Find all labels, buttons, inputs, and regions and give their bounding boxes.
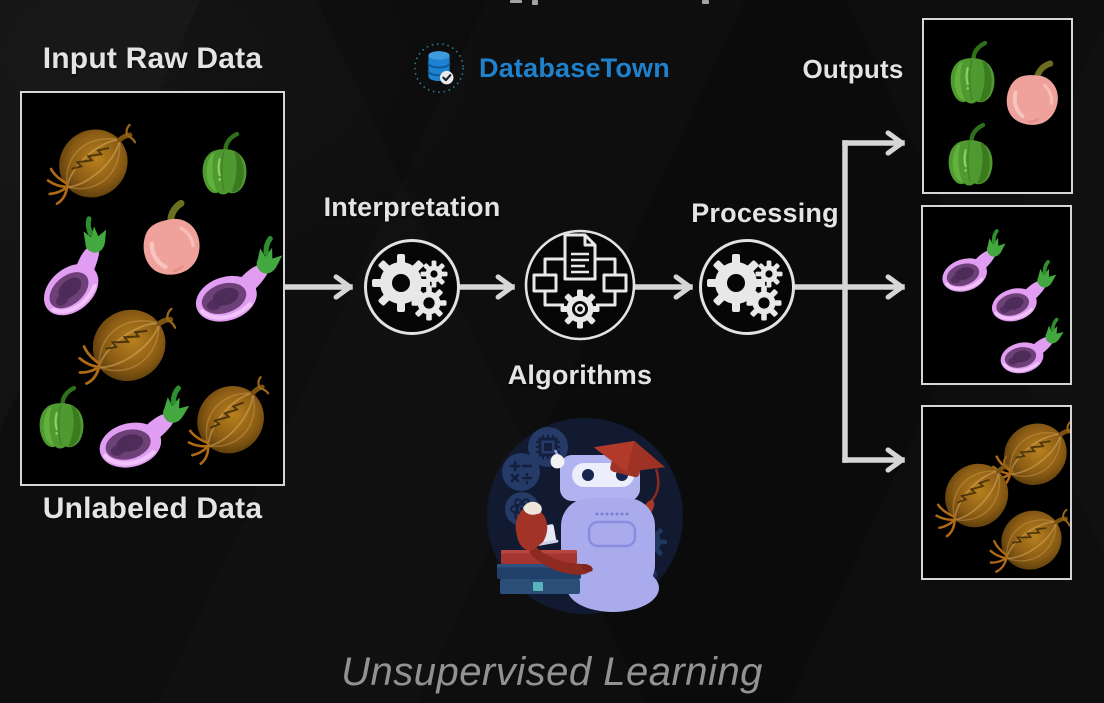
graduation-cap [593,440,665,517]
gears-icon [372,254,448,321]
reading-person [515,501,593,575]
brand-logo: DatabaseTown [412,40,670,96]
robot-mascot-illustration [487,418,683,614]
step-label-processing: Processing [691,198,839,228]
outputs-label: Outputs [802,54,904,84]
output-box-onions [921,405,1072,580]
output-box-eggplants [921,205,1072,385]
input-title: Input Raw Data [42,42,263,75]
robot-chest-panel [587,512,637,548]
database-check-icon [414,43,464,93]
processing-node [699,239,795,335]
robot-eye [582,469,594,481]
interpretation-node [364,239,460,335]
brand-name: DatabaseTown [479,52,670,83]
gear-icon [560,289,600,329]
unlabeled-data-label: Unlabeled Data [42,492,263,525]
step-label-interpretation: Interpretation [323,192,501,222]
antenna-drop [550,454,565,469]
cropped-text-remnant [510,0,522,3]
caption: Unsupervised Learning [341,650,763,694]
step-label-algorithms: Algorithms [507,360,653,390]
chip-icon [528,427,568,467]
algorithms-node [524,229,636,341]
person-hat [523,501,542,515]
cropped-text-remnant [702,0,709,4]
input-box [20,91,285,486]
gears-icon [707,254,783,321]
cropped-text-remnant [532,0,538,5]
math-operators-icon [502,453,540,491]
algorithm-flow-icon [532,233,628,307]
output-box-peppers [922,18,1073,194]
